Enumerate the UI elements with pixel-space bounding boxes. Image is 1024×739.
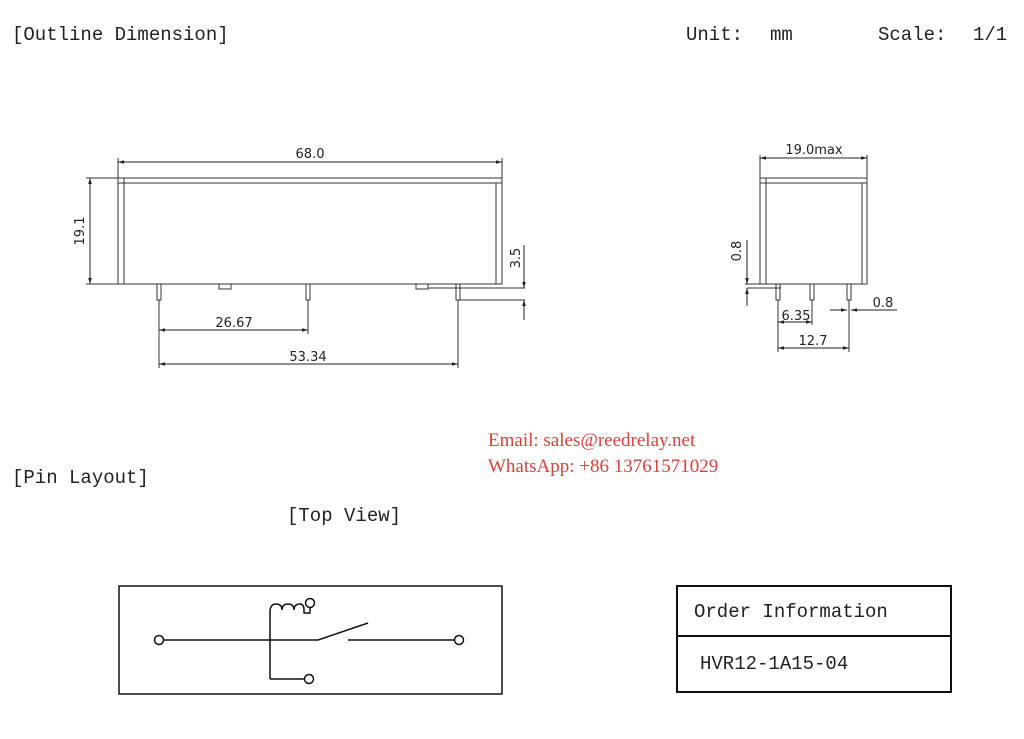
dim-pin-width: 0.8 [873, 296, 894, 311]
section-title-outline: [Outline Dimension] [12, 24, 229, 46]
pin-terminal-right-icon [453, 634, 465, 646]
section-title-pin-layout: [Pin Layout] [12, 467, 149, 489]
scale-label: Scale: [878, 24, 947, 46]
end-view [745, 155, 868, 352]
unit-value: mm [770, 24, 793, 46]
contact-whatsapp: WhatsApp: +86 13761571029 [488, 456, 719, 477]
dim-width: 19.0max [785, 143, 843, 158]
dim-length: 68.0 [296, 147, 325, 162]
contact-email: Email: sales@reedrelay.net [488, 430, 696, 451]
dim-standoff: 0.8 [730, 241, 745, 262]
order-information-header: Order Information [678, 587, 950, 637]
unit-label: Unit: [686, 24, 744, 46]
pin-layout-schematic [118, 585, 503, 695]
dim-pin-length: 3.5 [509, 248, 524, 269]
coil-terminal-top-icon [304, 597, 316, 609]
dim-height: 19.1 [73, 217, 88, 246]
pin-terminal-left-icon [153, 634, 165, 646]
coil-terminal-bottom-icon [303, 673, 315, 685]
dim-end-pin-pitch-2: 12.7 [799, 334, 828, 349]
side-view [86, 158, 525, 368]
order-information-table: Order Information HVR12-1A15-04 [676, 585, 952, 693]
order-part-number: HVR12-1A15-04 [700, 653, 849, 675]
top-view-label: [Top View] [287, 505, 402, 527]
scale-value: 1/1 [973, 24, 1008, 46]
dim-pin-pitch-1: 26.67 [215, 316, 252, 331]
dim-pin-pitch-2: 53.34 [289, 350, 326, 365]
dim-end-pin-pitch-1: 6.35 [782, 309, 811, 324]
